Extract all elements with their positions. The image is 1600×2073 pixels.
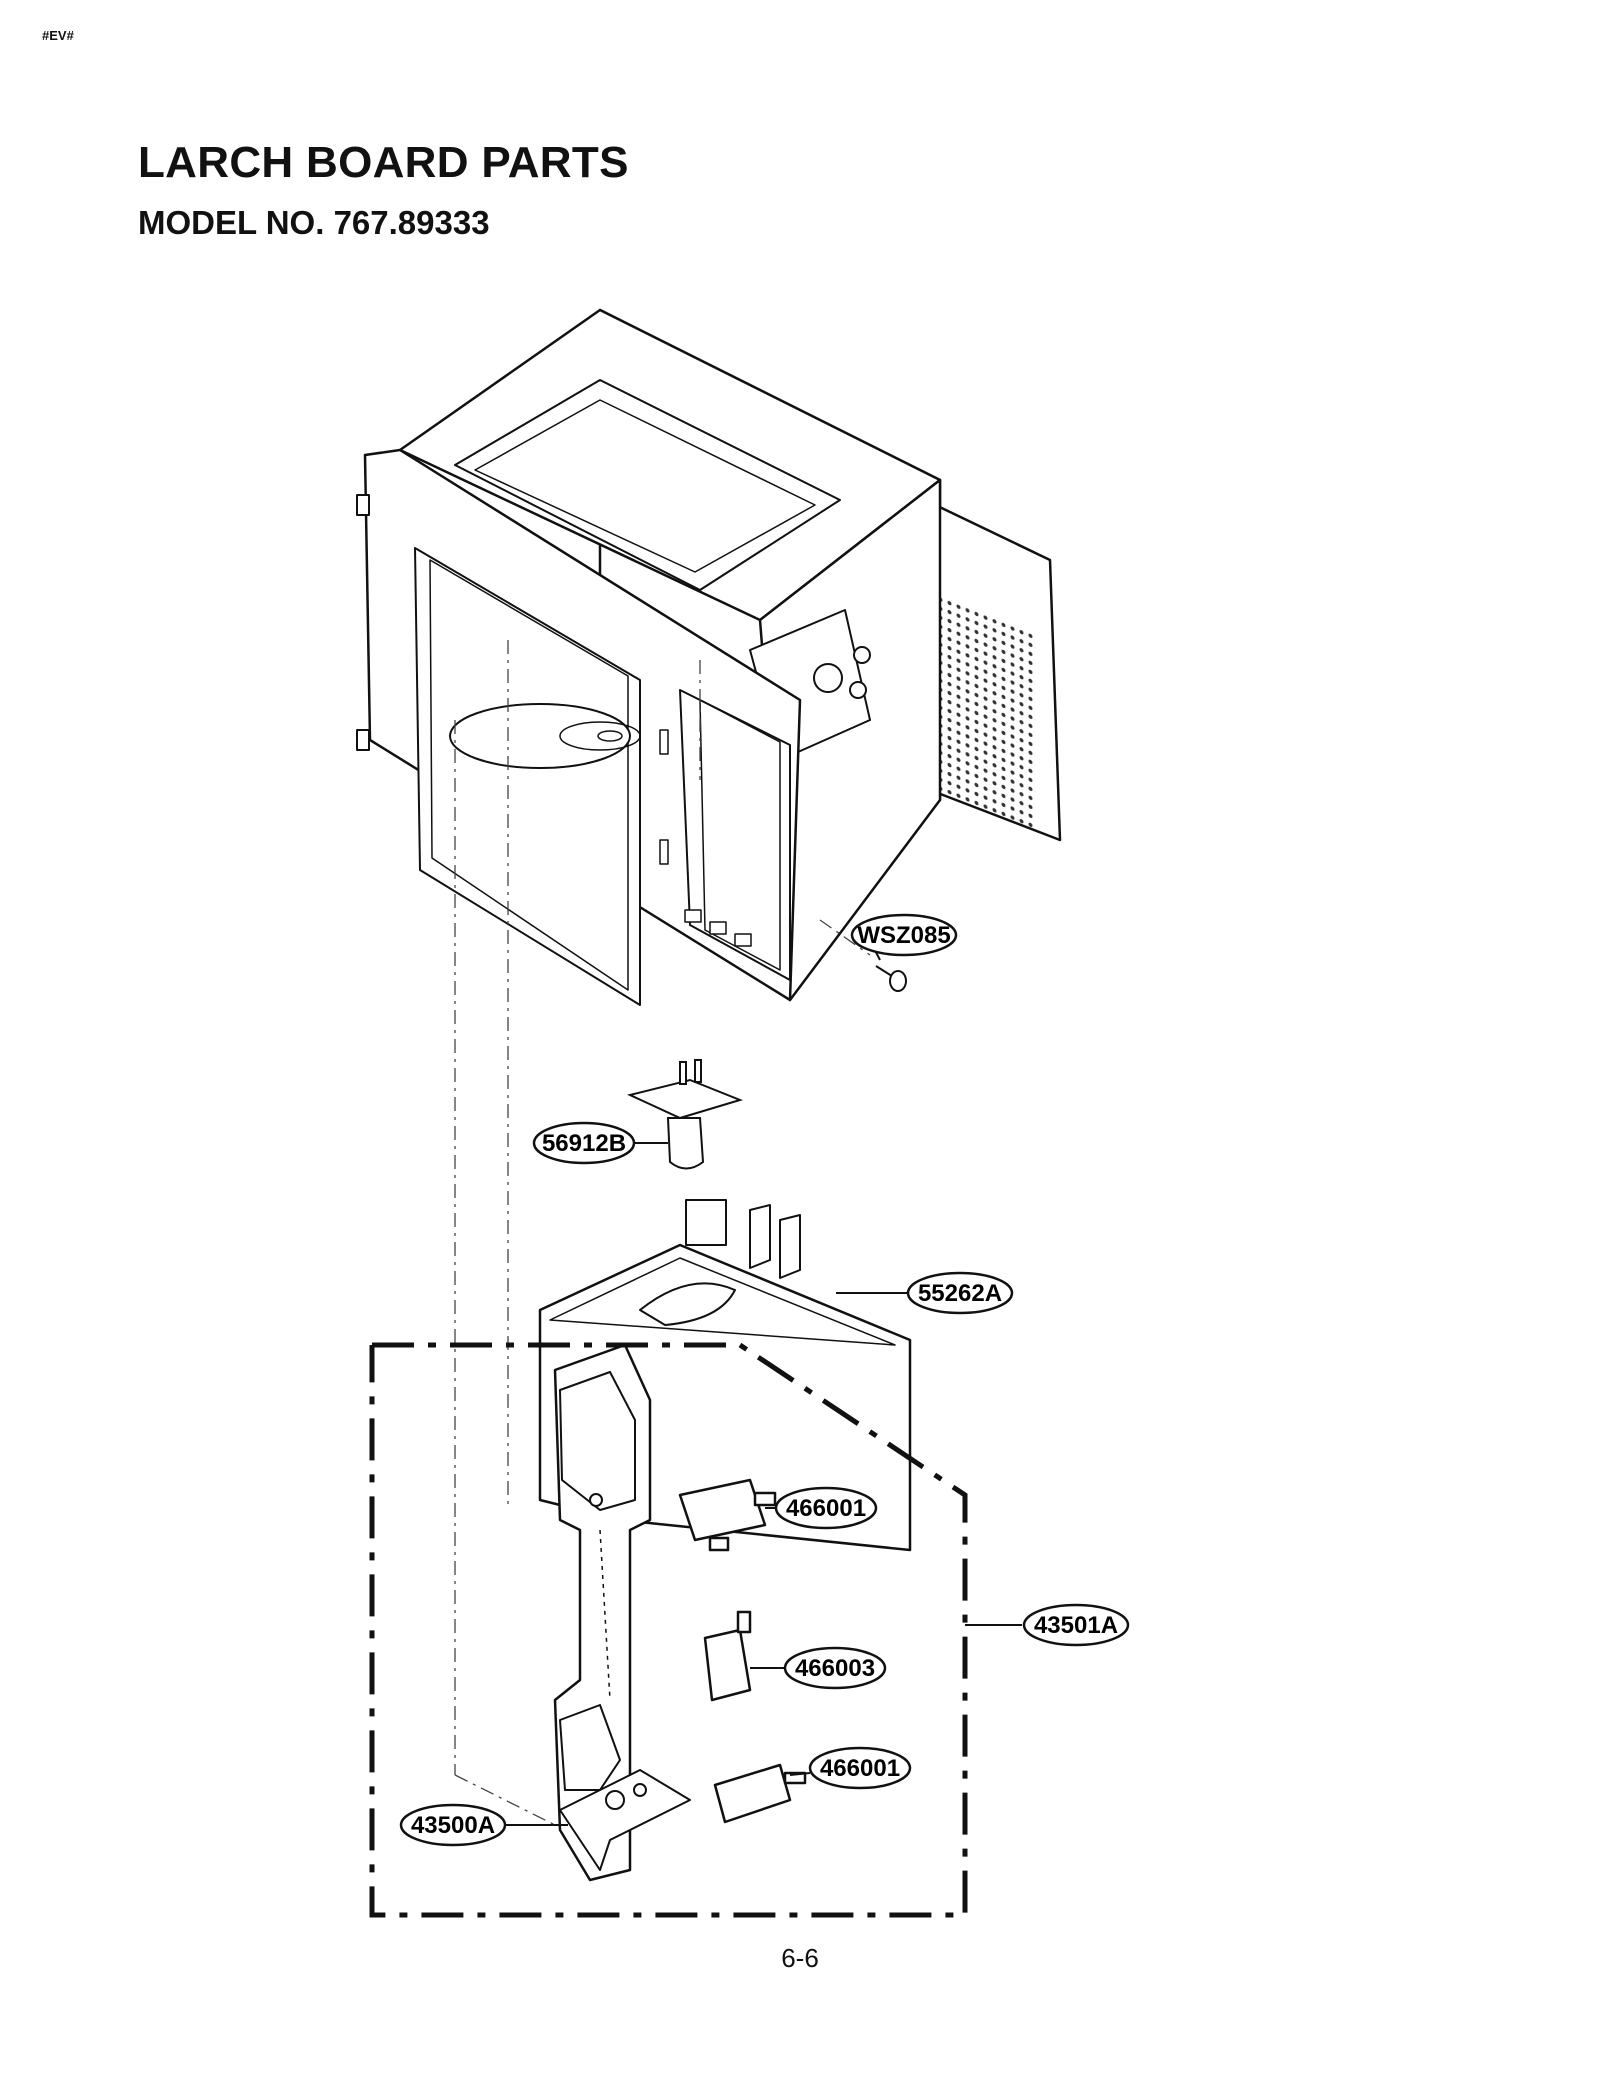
callout-wsz085: WSZ085 <box>850 913 958 957</box>
latch-frame-illustration <box>553 1343 691 1882</box>
callout-466001-top: 466001 <box>774 1486 878 1530</box>
corner-code: #EV# <box>42 28 74 43</box>
page-number: 6-6 <box>781 1943 819 1973</box>
callout-label: 466001 <box>786 1495 866 1522</box>
callout-label: 43500A <box>411 1812 495 1839</box>
assembly-guide-lines <box>454 640 871 1831</box>
assembly-boundary <box>369 1342 968 1918</box>
callout-label: 56912B <box>542 1130 626 1157</box>
model-number: MODEL NO. 767.89333 <box>138 204 490 241</box>
callout-label: 43501A <box>1034 1612 1118 1639</box>
callout-label: WSZ085 <box>857 922 950 949</box>
callout-55262a: 55262A <box>906 1271 1014 1315</box>
callout-466003: 466003 <box>783 1646 887 1690</box>
screw-illustration <box>875 965 907 992</box>
oven-cavity-illustration <box>356 308 1062 1006</box>
callout-label: 466003 <box>795 1655 875 1682</box>
callout-label: 55262A <box>918 1280 1002 1307</box>
lamp-illustration <box>626 1059 744 1170</box>
callout-label: 466001 <box>820 1755 900 1782</box>
switch-illustrations <box>678 1478 807 1824</box>
callout-466001-bottom: 466001 <box>808 1746 912 1790</box>
callout-43501a: 43501A <box>1022 1603 1130 1647</box>
callout-56912b: 56912B <box>532 1121 636 1165</box>
callout-43500a: 43500A <box>399 1803 507 1847</box>
page-title: LARCH BOARD PARTS <box>138 138 629 187</box>
